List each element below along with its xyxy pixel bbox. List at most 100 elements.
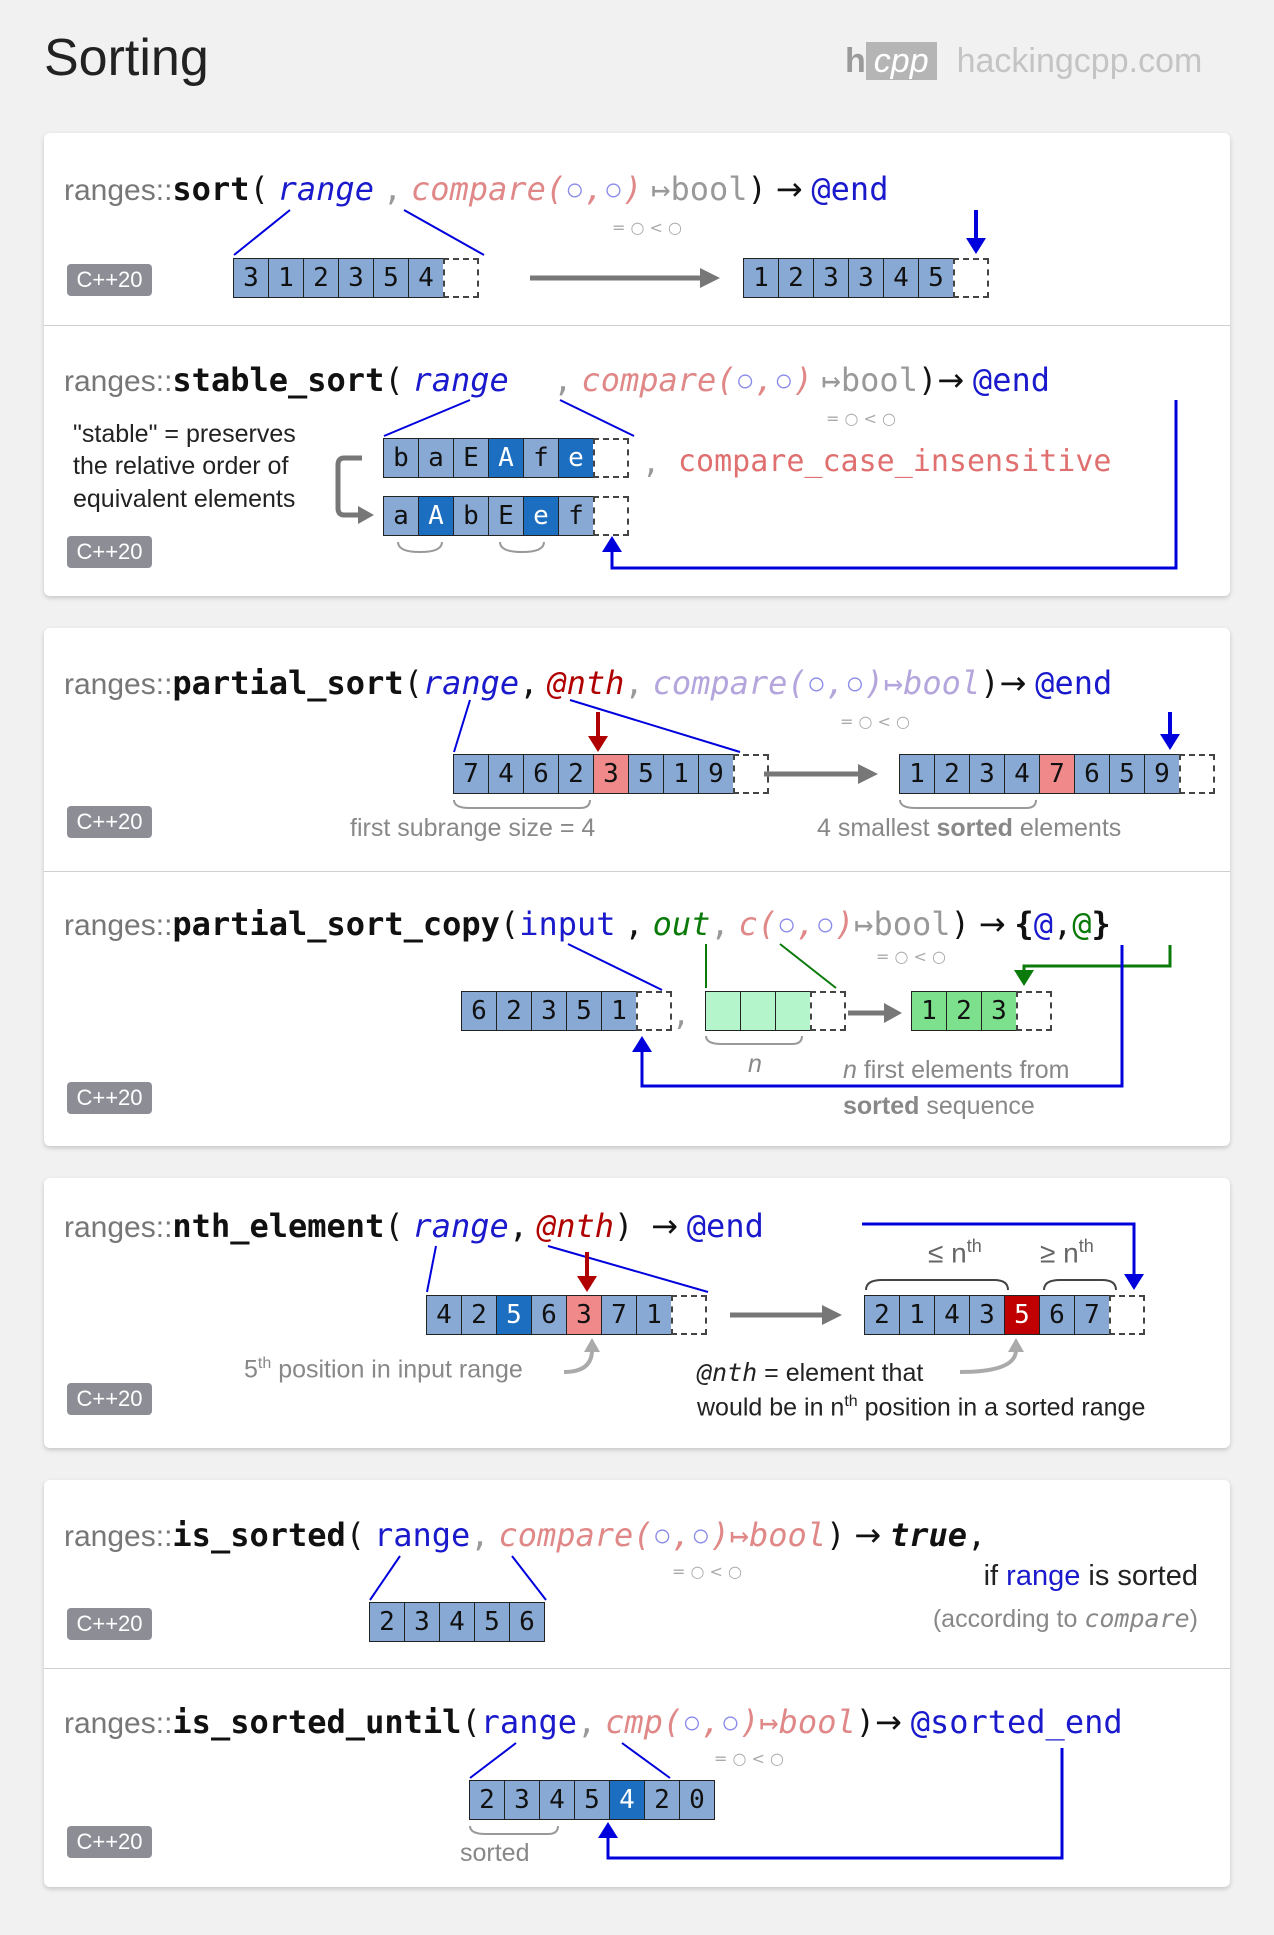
param-out: out: [652, 905, 711, 943]
cell: 7: [453, 754, 489, 794]
psc-input-cells: 6 2 3 5 1: [461, 991, 672, 1031]
cell: b: [453, 496, 489, 536]
cell: 5: [628, 754, 664, 794]
comma: ,: [672, 998, 691, 1033]
cell: 2: [469, 1780, 505, 1820]
cell: 2: [369, 1602, 405, 1642]
cell: b: [383, 438, 419, 478]
partial-input-cells: 7 4 6 2 3 5 1 9: [453, 754, 769, 794]
cell: 3: [981, 991, 1017, 1031]
cell: 4: [539, 1780, 575, 1820]
end-cell: [1109, 1295, 1145, 1335]
cpp20-badge: C++20: [67, 264, 152, 296]
cell: E: [453, 438, 489, 478]
note-sorted: sorted: [460, 1839, 530, 1867]
note-sorted-sequence: sorted sequence: [843, 1092, 1035, 1120]
stable-note-3: equivalent elements: [73, 485, 296, 513]
note-subrange: first subrange size = 4: [350, 814, 596, 842]
end-cell: [1179, 754, 1215, 794]
cell: 5: [474, 1602, 510, 1642]
compare-hint: = ○ < ○: [876, 947, 946, 966]
return-true: true: [889, 1516, 967, 1554]
cell: 5: [566, 991, 602, 1031]
cell: e: [523, 496, 559, 536]
signature-is-sorted: ranges::is_sorted( range, compare(○,○)↦b…: [64, 1516, 987, 1554]
param-input: input: [519, 905, 616, 943]
cell: 5: [373, 258, 409, 298]
cell: 3: [338, 258, 374, 298]
cell: E: [488, 496, 524, 536]
fn-name: sort: [172, 170, 250, 208]
cell: 2: [864, 1295, 900, 1335]
param-compare: cmp(: [605, 1703, 683, 1741]
cell: 1: [663, 754, 699, 794]
cell: 1: [899, 754, 935, 794]
cell: 4: [439, 1602, 475, 1642]
is-sorted-cells: 2 3 4 5 6: [369, 1602, 545, 1642]
return-end: @end: [1035, 664, 1113, 702]
end-cell: [953, 258, 989, 298]
fn-name: nth_element: [172, 1207, 385, 1245]
stable-output-cells: a A b E e f: [383, 496, 629, 536]
logo-cpp: cpp: [865, 42, 937, 80]
signature-sort: ranges::sort( range , compare(○,○) ↦bool…: [64, 170, 889, 208]
param-compare: compare(: [411, 170, 566, 208]
ge-nth-label: ≥ nth: [1040, 1236, 1094, 1269]
fn-name: partial_sort: [172, 664, 404, 702]
cell: 3: [566, 1295, 602, 1335]
cell: 6: [1074, 754, 1110, 794]
cell: 3: [233, 258, 269, 298]
compare-hint: = ○ < ○: [840, 712, 910, 731]
fn-name: stable_sort: [172, 361, 385, 399]
return-end: @end: [972, 361, 1050, 399]
note-nth-element: @nth = element that: [697, 1358, 924, 1387]
cell: 3: [848, 258, 884, 298]
cpp20-badge: C++20: [67, 536, 152, 568]
cell: 1: [601, 991, 637, 1031]
param-range: range: [277, 170, 374, 208]
cell: 4: [488, 754, 524, 794]
cell: 4: [883, 258, 919, 298]
cell: 7: [1039, 754, 1075, 794]
param-range: range: [412, 1207, 509, 1245]
return-end: @end: [686, 1207, 764, 1245]
end-cell: [443, 258, 479, 298]
cell: 3: [531, 991, 567, 1031]
cell: 0: [679, 1780, 715, 1820]
divider: [44, 871, 1230, 872]
compare-hint: = ○ < ○: [612, 218, 682, 237]
logo-h: h: [845, 42, 866, 80]
end-cell: [671, 1295, 707, 1335]
cell: 3: [404, 1602, 440, 1642]
cpp20-badge: C++20: [67, 1608, 152, 1640]
cell: 4: [1004, 754, 1040, 794]
param-range: range: [480, 1703, 577, 1741]
cell: 5: [1109, 754, 1145, 794]
cell: A: [488, 438, 524, 478]
cell: a: [418, 438, 454, 478]
end-cell: [593, 496, 629, 536]
end-cell: [810, 991, 846, 1031]
psc-out-empty-cells: [705, 991, 846, 1031]
comma: ,: [642, 446, 661, 481]
cell: 6: [1039, 1295, 1075, 1335]
note-5th-position: 5th position in input range: [244, 1355, 523, 1384]
param-compare: c(: [738, 905, 778, 943]
cell: 2: [558, 754, 594, 794]
note-n-first: n first elements from: [843, 1056, 1070, 1084]
param-range: range: [373, 1516, 471, 1554]
cell: 9: [1144, 754, 1180, 794]
param-nth: @nth: [547, 664, 625, 702]
cell: f: [558, 496, 594, 536]
signature-nth-element: ranges::nth_element( range, @nth) → @end: [64, 1207, 764, 1245]
return-out-end: @: [1072, 905, 1092, 943]
compare-hint: = ○ < ○: [672, 1562, 742, 1581]
end-cell: [733, 754, 769, 794]
sort-output-cells: 1 2 3 3 4 5: [743, 258, 989, 298]
divider: [44, 1668, 1230, 1669]
cell: 2: [461, 1295, 497, 1335]
compare-case-insensitive: compare_case_insensitive: [678, 444, 1112, 479]
fn-name: partial_sort_copy: [172, 905, 500, 943]
param-compare: compare(: [652, 664, 807, 702]
